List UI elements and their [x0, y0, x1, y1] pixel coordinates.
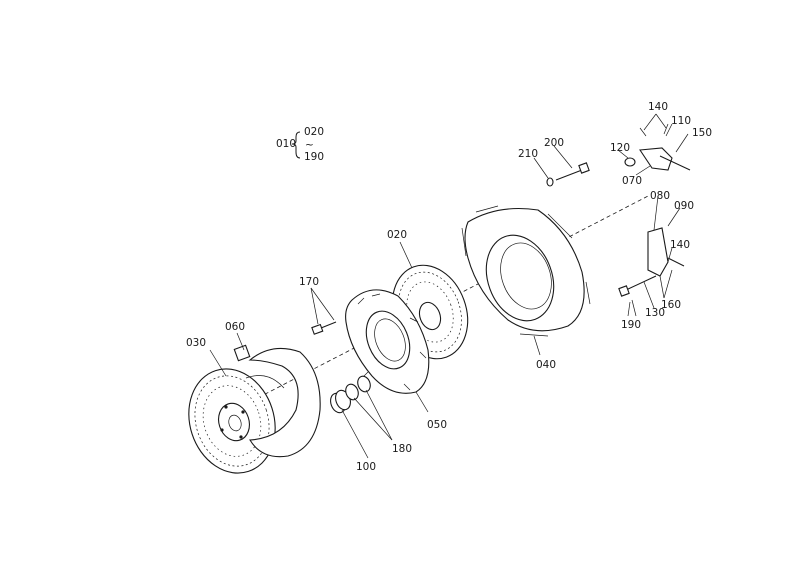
assembly-range-to: 190 — [304, 151, 324, 163]
label-020: 020 — [387, 229, 407, 241]
svg-text:~: ~ — [305, 139, 314, 151]
label-070: 070 — [622, 175, 642, 187]
label-030: 030 — [186, 337, 206, 349]
pressure-plate-060 — [233, 344, 321, 458]
assembly-reference: 010 020 ~ 190 — [276, 126, 324, 163]
assembly-range-from: 020 — [304, 126, 324, 138]
label-090: 090 — [674, 200, 694, 212]
release-lever-lower — [618, 227, 685, 317]
label-210: 210 — [518, 148, 538, 160]
label-160: 160 — [661, 299, 681, 311]
assembly-ref-label: 010 — [276, 138, 296, 150]
clutch-disc-030 — [188, 368, 276, 474]
flywheel-housing-040 — [461, 205, 591, 337]
label-180: 180 — [392, 443, 412, 455]
label-200: 200 — [544, 137, 564, 149]
clutch-cover-050 — [345, 289, 430, 394]
label-190: 190 — [621, 319, 641, 331]
leader-lines — [209, 113, 689, 459]
label-040: 040 — [536, 359, 556, 371]
label-110: 110 — [671, 115, 691, 127]
assembly-brace — [291, 131, 301, 159]
label-140-upper: 140 — [648, 101, 668, 113]
bolt-200 — [546, 162, 590, 187]
label-080: 080 — [650, 190, 670, 202]
label-170: 170 — [299, 276, 319, 288]
bolt-170 — [311, 321, 337, 335]
label-060: 060 — [225, 321, 245, 333]
label-150: 150 — [692, 127, 712, 139]
release-lever-upper — [624, 123, 691, 171]
label-100: 100 — [356, 461, 376, 473]
part-labels: 030 060 020 170 040 050 100 180 200 210 … — [186, 101, 712, 473]
center-axis — [214, 194, 651, 421]
label-130: 130 — [645, 307, 665, 319]
spring-and-washers — [330, 375, 371, 414]
label-050: 050 — [427, 419, 447, 431]
label-120: 120 — [610, 142, 630, 154]
label-140-lower: 140 — [670, 239, 690, 251]
